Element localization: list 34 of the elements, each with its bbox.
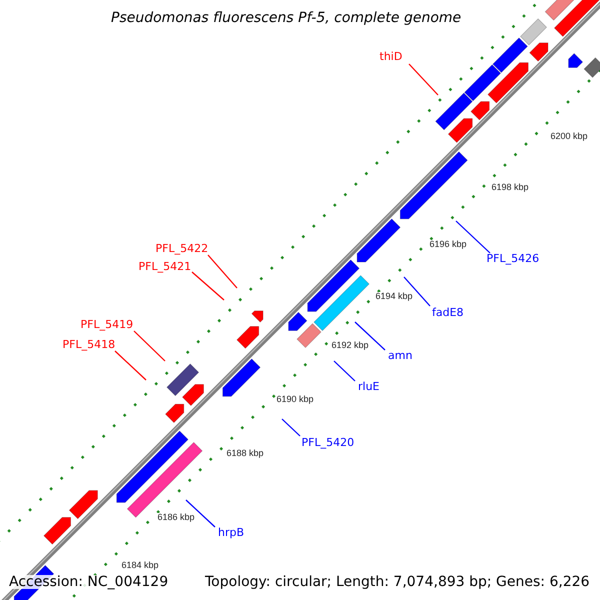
gene-label: PFL_5426	[486, 252, 540, 264]
gene-label: amn	[388, 350, 412, 360]
tick-label: 6196 kbp	[428, 240, 468, 248]
gene-label: fadE8	[432, 306, 464, 318]
leader-line	[354, 322, 386, 350]
tick-label: 6200 kbp	[550, 132, 589, 140]
genome-info-text: Topology: circular; Length: 7,074,893 bp; Genes: 6,226	[205, 575, 590, 589]
leader-line	[404, 276, 430, 306]
tick-label: 6194 kbp	[374, 292, 414, 300]
tick-label: 6198 kbp	[490, 182, 530, 192]
leader-line	[114, 350, 146, 380]
gene-label: hrpB	[218, 526, 244, 538]
gene-label: rluE	[358, 380, 380, 392]
gene-label: thiD	[380, 50, 402, 62]
tick-label: 6190 kbp	[276, 394, 315, 404]
gene-label: PFL_5422	[156, 242, 208, 254]
gene-label: PFL_5420	[302, 436, 354, 448]
gene-label: PFL_5419	[80, 318, 134, 330]
gene-label: PFL_5418	[62, 338, 116, 350]
tick-label: 6192 kbp	[330, 340, 370, 350]
leader-line	[134, 330, 166, 362]
tick-label: 6188 kbp	[226, 448, 265, 458]
leader-line	[192, 272, 224, 300]
title: Pseudomonas fluorescens Pf-5, complete genome	[111, 11, 462, 25]
tick-label: 6184 kbp	[120, 560, 160, 570]
leader-line	[334, 360, 356, 382]
leader-line	[408, 64, 438, 96]
leader-line	[282, 418, 300, 436]
tick-label: 6186 kbp	[156, 512, 196, 522]
leader-line	[186, 500, 216, 528]
leader-line	[208, 254, 238, 288]
gene-label: PFL_5421	[138, 260, 192, 272]
accession-text: Accession: NC_004129	[9, 575, 168, 589]
leader-line	[456, 220, 490, 254]
